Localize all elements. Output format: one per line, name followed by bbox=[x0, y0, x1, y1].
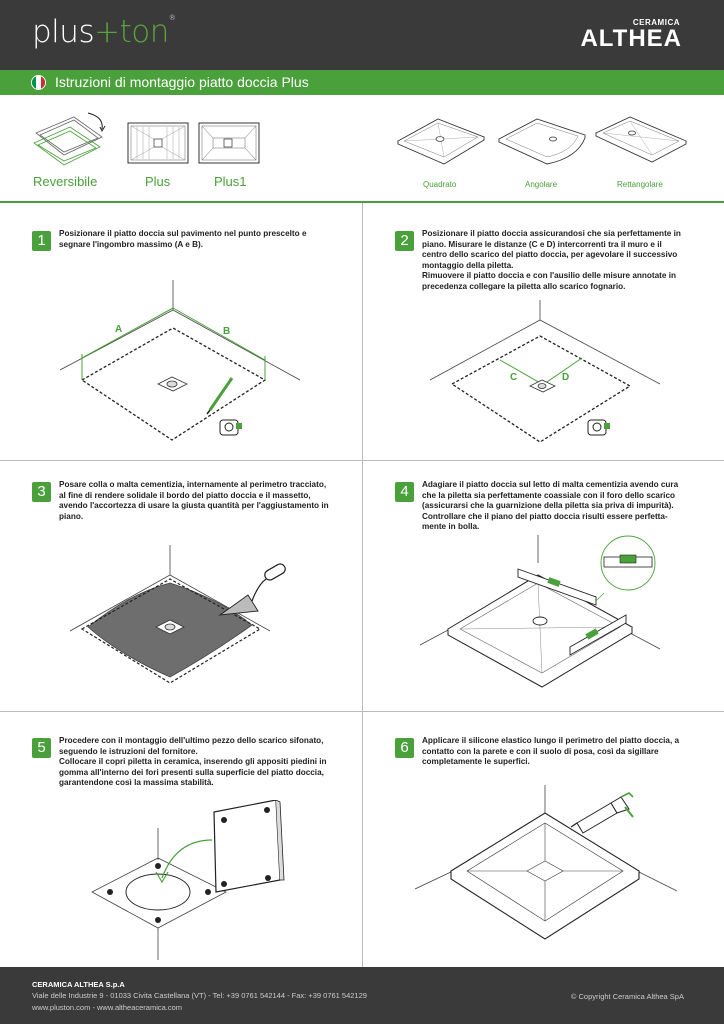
step-5-number: 5 bbox=[32, 738, 51, 758]
plus-tray-icon bbox=[127, 122, 189, 164]
step-6-illustration bbox=[415, 785, 678, 940]
rectangular-tray-icon bbox=[594, 116, 688, 163]
level-zoom-icon bbox=[595, 535, 656, 602]
shape-label-quadrato: Quadrato bbox=[423, 180, 457, 189]
logo-ton-text: ton bbox=[119, 14, 170, 50]
drain-icon bbox=[529, 379, 556, 393]
step-3-illustration bbox=[70, 545, 286, 684]
drain-icon bbox=[157, 376, 188, 392]
footer-address: Viale delle Industrie 9 - 01033 Civita C… bbox=[32, 991, 367, 1000]
label-b: B bbox=[223, 326, 230, 337]
tape-measure-icon bbox=[219, 419, 242, 436]
title-bar: Istruzioni di montaggio piatto doccia Pl… bbox=[0, 70, 724, 95]
step-3-number: 3 bbox=[32, 482, 51, 502]
brand-sub: CERAMICA bbox=[632, 18, 680, 27]
label-a: A bbox=[115, 324, 122, 335]
step-2-illustration: C D bbox=[429, 300, 661, 443]
pencil-icon bbox=[206, 377, 234, 415]
footer-copyright: © Copyright Ceramica Althea SpA bbox=[570, 992, 684, 1001]
shape-label-angolare: Angolare bbox=[525, 180, 558, 189]
drain-icon bbox=[155, 619, 185, 635]
logo-reg-mark: ® bbox=[168, 14, 176, 22]
step-2-number: 2 bbox=[395, 231, 414, 251]
pluston-logo: plus+ton® bbox=[32, 14, 176, 50]
logo-plus-text: plus bbox=[32, 14, 95, 50]
label-c: C bbox=[510, 372, 517, 383]
label-d: D bbox=[562, 372, 569, 383]
step-4-number: 4 bbox=[395, 482, 414, 502]
step-6-number: 6 bbox=[395, 738, 414, 758]
silicone-gun-icon bbox=[570, 792, 634, 834]
drain-cover-icon bbox=[213, 800, 285, 893]
step-5-illustration bbox=[91, 800, 285, 960]
column-divider bbox=[362, 203, 363, 967]
plus1-tray-icon bbox=[198, 122, 260, 164]
trowel-icon bbox=[218, 563, 286, 616]
page-title: Istruzioni di montaggio piatto doccia Pl… bbox=[55, 74, 309, 90]
step-2-text: Posizionare il piatto doccia assicurando… bbox=[422, 229, 681, 291]
reversible-tray-icon bbox=[33, 112, 106, 166]
step-5-text: Procedere con il montaggio dell'ultimo p… bbox=[59, 736, 327, 787]
footer-company: CERAMICA ALTHEA S.p.A bbox=[32, 980, 125, 989]
tape-measure-icon bbox=[587, 419, 610, 436]
brand-main: ALTHEA bbox=[580, 25, 682, 52]
footer: CERAMICA ALTHEA S.p.A Viale delle Indust… bbox=[0, 967, 724, 1024]
type-label-plus: Plus bbox=[145, 174, 171, 189]
step-1-number: 1 bbox=[32, 231, 51, 251]
step-3-text: Posare colla o malta cementizia, interna… bbox=[59, 480, 329, 521]
corner-tray-icon bbox=[497, 118, 586, 165]
step-1-text: Posizionare il piatto doccia sul pavimen… bbox=[59, 229, 307, 249]
shape-label-rettangolare: Rettangolare bbox=[617, 180, 663, 189]
althea-logo: CERAMICA ALTHEA bbox=[580, 18, 682, 51]
types-section: Reversibile Plus Plus1 Quadrato Angolare… bbox=[0, 95, 724, 203]
step-6-text: Applicare il silicone elastico lungo il … bbox=[422, 736, 680, 766]
type-label-plus1: Plus1 bbox=[214, 174, 247, 189]
footer-web-links[interactable]: www.pluston.com - www.altheaceramica.com bbox=[32, 1003, 183, 1012]
step-4-illustration bbox=[420, 535, 661, 688]
square-tray-icon bbox=[396, 118, 486, 165]
spirit-level-icon bbox=[517, 568, 627, 656]
type-label-reversibile: Reversibile bbox=[33, 174, 98, 189]
step-1-illustration: A B bbox=[60, 280, 301, 441]
italian-flag-icon bbox=[31, 75, 46, 90]
header: plus+ton® CERAMICA ALTHEA bbox=[0, 0, 724, 70]
step-4-text: Adagiare il piatto doccia sul letto di m… bbox=[422, 480, 679, 531]
